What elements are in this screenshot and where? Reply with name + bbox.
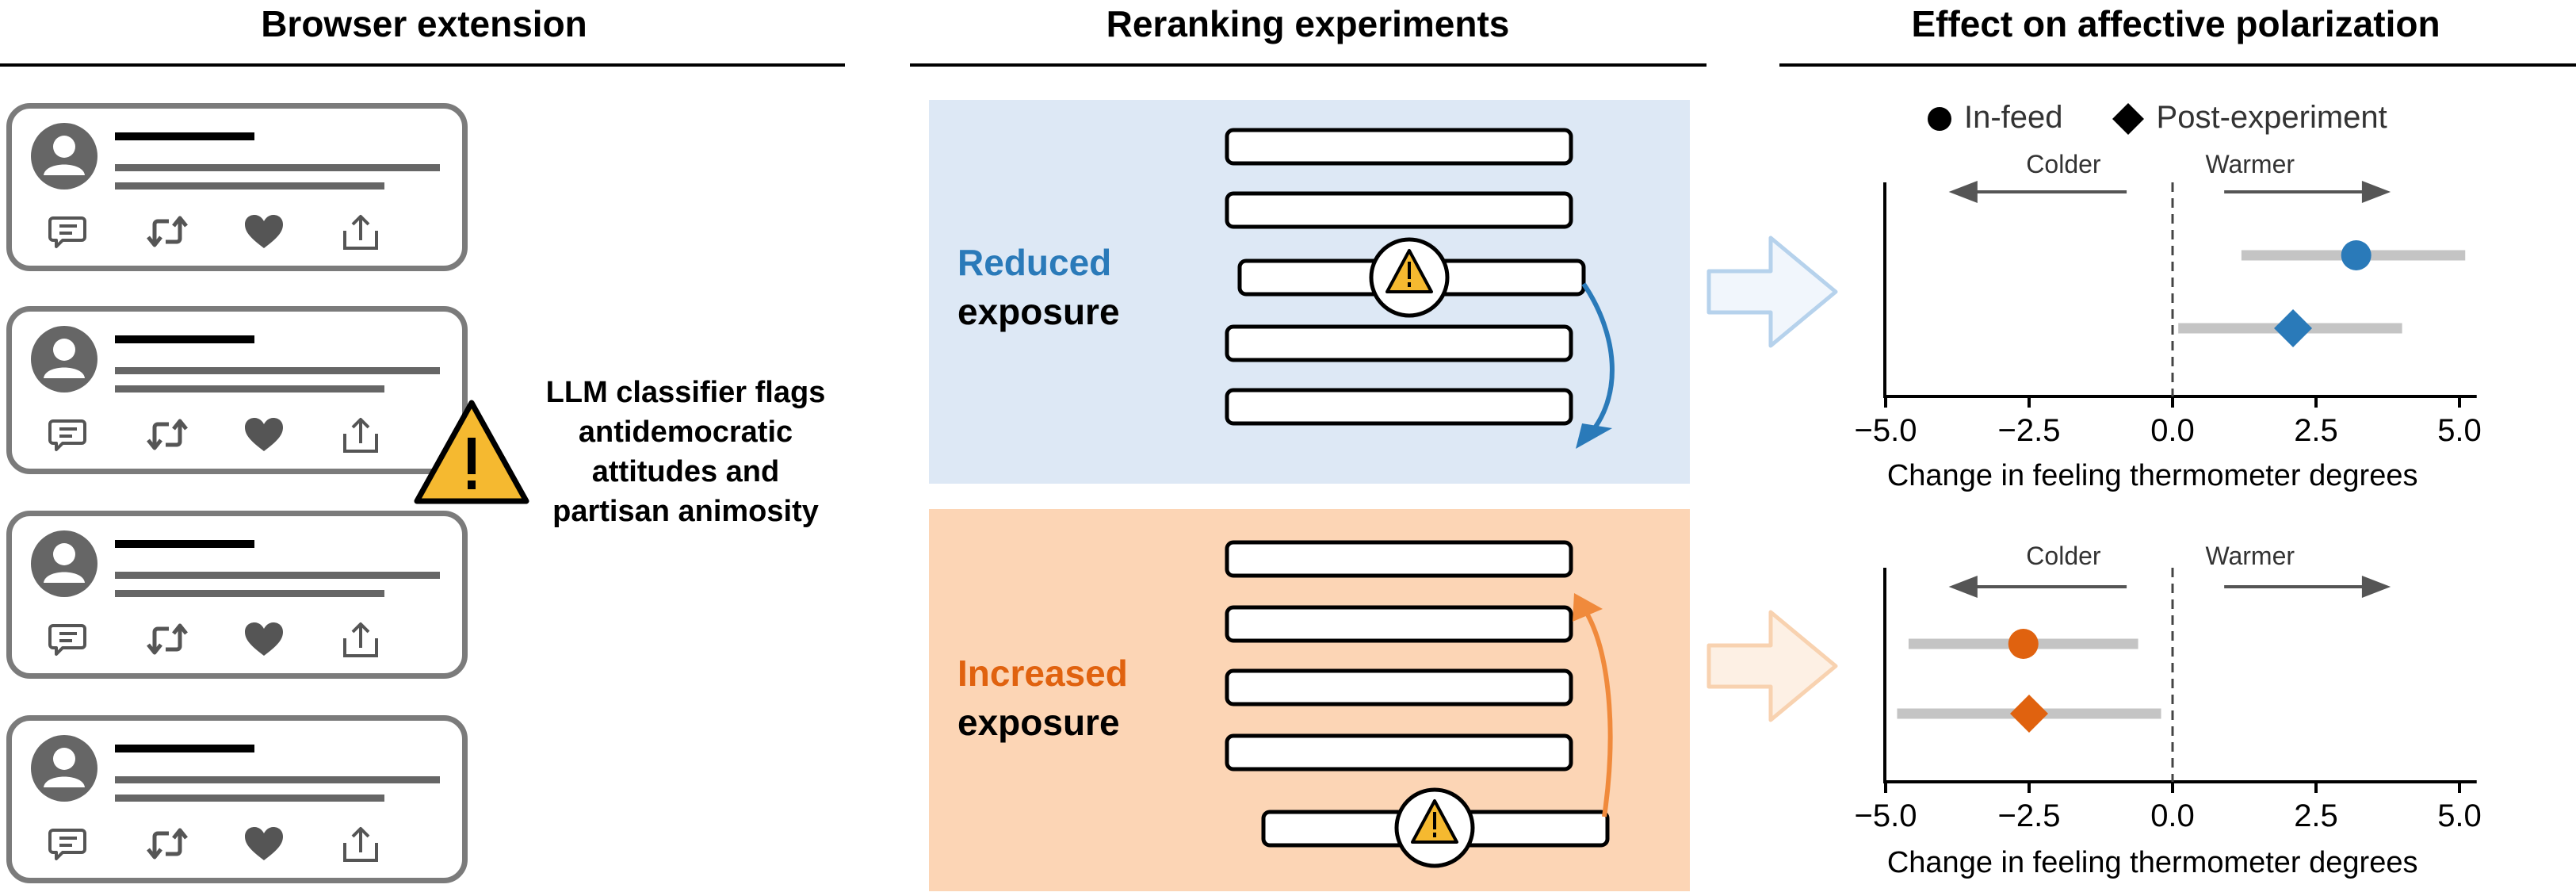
comment-icon bbox=[48, 624, 86, 656]
increased-exposure-label: Increased exposure bbox=[957, 649, 1128, 747]
warmer-label: Warmer bbox=[2205, 542, 2295, 570]
x-tick-label: −2.5 bbox=[1998, 798, 2061, 833]
avatar bbox=[31, 123, 97, 190]
post-text-line bbox=[115, 590, 384, 597]
warning-icon bbox=[1369, 237, 1450, 318]
header-rule-browser bbox=[0, 63, 845, 67]
reduced-feed bbox=[1225, 128, 1615, 449]
x-tick-label: −2.5 bbox=[1998, 413, 2061, 448]
x-tick-label: 0.0 bbox=[2150, 798, 2195, 833]
diamond-marker-icon bbox=[2112, 103, 2144, 136]
feed-item bbox=[1225, 324, 1573, 362]
post-text-line bbox=[115, 572, 440, 579]
post-author-line bbox=[115, 540, 254, 548]
post-author-line bbox=[115, 132, 254, 140]
warmer-arrow-head bbox=[2361, 576, 2391, 598]
feed-item bbox=[1225, 128, 1573, 166]
post-author-line bbox=[115, 335, 254, 343]
post-card bbox=[6, 511, 468, 679]
x-tick-label: 5.0 bbox=[2437, 798, 2482, 833]
warmer-label: Warmer bbox=[2205, 150, 2295, 178]
header-effect: Effect on affective polarization bbox=[1911, 3, 2440, 44]
exposure-word: exposure bbox=[957, 702, 1120, 743]
chart-legend: In-feed Post-experiment bbox=[1926, 94, 2387, 141]
repost-icon bbox=[147, 419, 188, 450]
feed-item bbox=[1225, 605, 1573, 643]
comment-icon bbox=[48, 419, 86, 451]
x-axis-label: Change in feeling thermometer degrees bbox=[1887, 459, 2418, 492]
feed-item bbox=[1225, 388, 1573, 426]
header-rule-reranking bbox=[910, 63, 1707, 67]
repost-icon bbox=[147, 216, 188, 247]
post-text-line bbox=[115, 164, 440, 171]
share-icon bbox=[343, 418, 378, 453]
feed-item bbox=[1225, 668, 1573, 706]
post-text-line bbox=[115, 776, 440, 783]
x-axis-label: Change in feeling thermometer degrees bbox=[1887, 846, 2418, 879]
colder-label: Colder bbox=[2026, 542, 2101, 570]
reduced-exposure-label: Reduced exposure bbox=[957, 238, 1120, 336]
header-browser-extension: Browser extension bbox=[261, 3, 587, 44]
post-text-line bbox=[115, 367, 440, 374]
post-experiment-point bbox=[2274, 309, 2313, 347]
move-up-arrow bbox=[1583, 609, 1613, 818]
post-author-line bbox=[115, 745, 254, 752]
warning-icon bbox=[1394, 787, 1475, 868]
in-feed-point bbox=[2341, 240, 2372, 270]
header-rule-effect bbox=[1779, 63, 2576, 67]
feed-item bbox=[1225, 733, 1573, 772]
circle-marker-icon bbox=[1928, 107, 1951, 132]
repost-icon bbox=[147, 623, 188, 655]
colder-arrow-head bbox=[1948, 576, 1978, 598]
warmer-arrow-head bbox=[2361, 181, 2391, 203]
blue-transition-arrow bbox=[1707, 235, 1838, 348]
x-tick-label: −5.0 bbox=[1855, 798, 1917, 833]
heart-icon bbox=[245, 418, 283, 451]
orange-transition-arrow bbox=[1707, 610, 1838, 722]
heart-icon bbox=[245, 215, 283, 248]
increased-word: Increased bbox=[957, 653, 1128, 694]
heart-icon bbox=[245, 827, 283, 860]
header-reranking-experiments: Reranking experiments bbox=[1106, 3, 1510, 44]
comment-icon bbox=[48, 829, 86, 860]
legend-in-feed: In-feed bbox=[1964, 100, 2063, 135]
in-feed-point bbox=[2008, 629, 2039, 659]
legend-post-experiment: Post-experiment bbox=[2156, 100, 2387, 135]
colder-label: Colder bbox=[2026, 150, 2101, 178]
reduced-word: Reduced bbox=[957, 242, 1112, 283]
exposure-word: exposure bbox=[957, 291, 1120, 332]
move-down-arrow bbox=[1581, 282, 1615, 441]
post-experiment-point bbox=[2010, 695, 2048, 733]
increased-feed bbox=[1225, 540, 1613, 868]
post-card bbox=[6, 715, 468, 883]
feed-item bbox=[1225, 191, 1573, 229]
heart-icon bbox=[245, 622, 283, 656]
x-tick-label: 2.5 bbox=[2294, 798, 2338, 833]
x-tick-label: 2.5 bbox=[2294, 413, 2338, 448]
feed-item bbox=[1225, 540, 1573, 578]
x-tick-label: −5.0 bbox=[1855, 413, 1917, 448]
share-icon bbox=[343, 215, 378, 250]
comment-icon bbox=[48, 216, 86, 248]
post-card bbox=[6, 306, 468, 474]
warning-icon bbox=[414, 400, 529, 504]
avatar bbox=[31, 735, 97, 802]
post-text-line bbox=[115, 795, 384, 802]
share-icon bbox=[343, 622, 378, 657]
post-text-line bbox=[115, 182, 384, 190]
avatar bbox=[31, 326, 97, 392]
x-tick-label: 0.0 bbox=[2150, 413, 2195, 448]
x-tick-label: 5.0 bbox=[2437, 413, 2482, 448]
colder-arrow-head bbox=[1948, 181, 1978, 203]
repost-icon bbox=[147, 828, 188, 860]
avatar bbox=[31, 530, 97, 597]
classifier-note: LLM classifier flags antidemocratic atti… bbox=[545, 376, 826, 528]
post-card bbox=[6, 103, 468, 271]
post-text-line bbox=[115, 385, 384, 392]
share-icon bbox=[343, 827, 378, 862]
